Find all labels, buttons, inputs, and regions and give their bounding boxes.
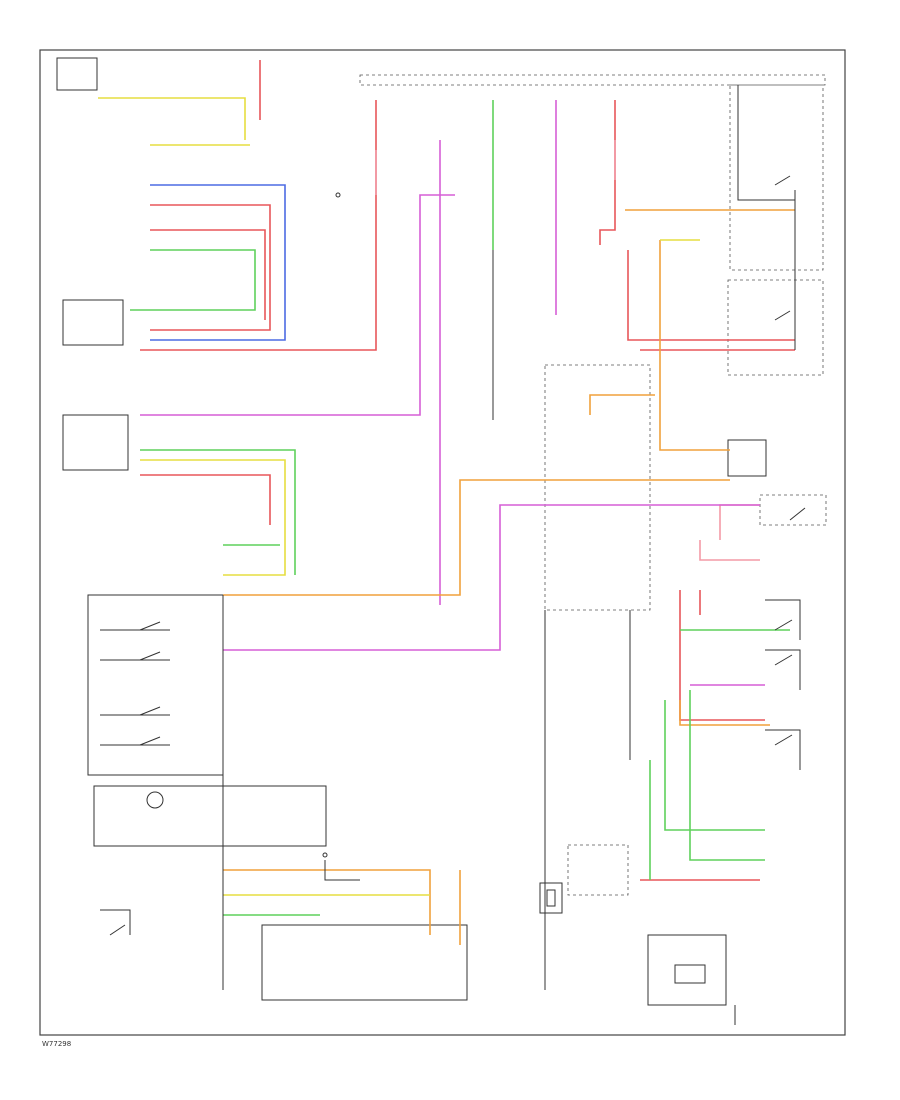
red-wire [679,590,765,721]
switch-cluster-box [87,594,224,776]
magenta-wire [223,504,760,651]
switch-contact [789,507,806,521]
right-switch-outline [727,279,824,376]
black-wire [737,85,795,201]
top-left-switch-box [56,57,98,91]
small-relay-box [539,882,563,914]
orange-wire [223,869,431,935]
switch-symbols [109,175,806,984]
fuse-panel-top [359,74,826,86]
switch-contact [139,706,161,716]
orange-wire [589,394,655,415]
red-wire [140,100,377,351]
magenta-wire [140,194,455,416]
orange-wires [223,209,795,945]
switch-contact [109,924,126,936]
green-wires [130,100,790,916]
orange-wire [659,240,730,451]
black-wire [765,729,801,770]
diagram-frame [39,49,846,1036]
switch-contact [774,175,791,186]
bottom-right-module-box [647,934,727,1006]
green-wire [664,700,765,831]
blue-wires [150,184,286,341]
pink-wire [719,504,760,540]
relay-outline [567,844,629,896]
red-wire [150,229,266,320]
switch-contact [139,736,161,746]
switch-contact [774,619,793,631]
orange-wire [223,479,730,596]
component-outlines [56,57,767,1006]
terminal-node [322,852,328,858]
red-wire [599,100,616,245]
red-wires [140,60,795,881]
green-wire [689,690,765,861]
yellow-wire [140,459,286,576]
yellow-wire [98,97,246,140]
orange-wire [679,700,770,726]
green-wire [140,449,296,575]
green-wire [130,249,256,311]
magenta-wires [140,100,765,686]
blue-wire [150,184,286,341]
sensor-box [62,414,129,471]
black-wire [765,599,801,640]
black-wires [100,85,801,1025]
bottom-actuator-box [261,924,468,1001]
red-wire [627,250,795,341]
lamp-symbol [146,791,164,809]
red-wire [150,204,271,331]
black-wire [324,860,360,881]
center-module-outline [544,364,651,611]
right-sensor-box [727,439,767,477]
yellow-wires [98,97,700,896]
switch-contact [139,651,161,661]
red-wire [140,474,271,525]
switch-contact [139,621,161,631]
right-top-outline [729,84,824,271]
black-wire [765,649,801,690]
module-connector-box [62,299,124,346]
figure-id: W77298 [42,1040,71,1048]
terminal-node [335,192,341,198]
switch-contact [774,310,791,321]
illumination-box [93,785,327,847]
dashed-outlines [359,74,827,896]
relay-coil [546,889,556,907]
switch-contact [774,734,793,746]
pressure-switch-outline [759,494,827,526]
black-wire [100,909,131,935]
pink-wire [699,540,760,561]
motor-symbol [674,964,706,984]
switch-contact [774,654,793,666]
